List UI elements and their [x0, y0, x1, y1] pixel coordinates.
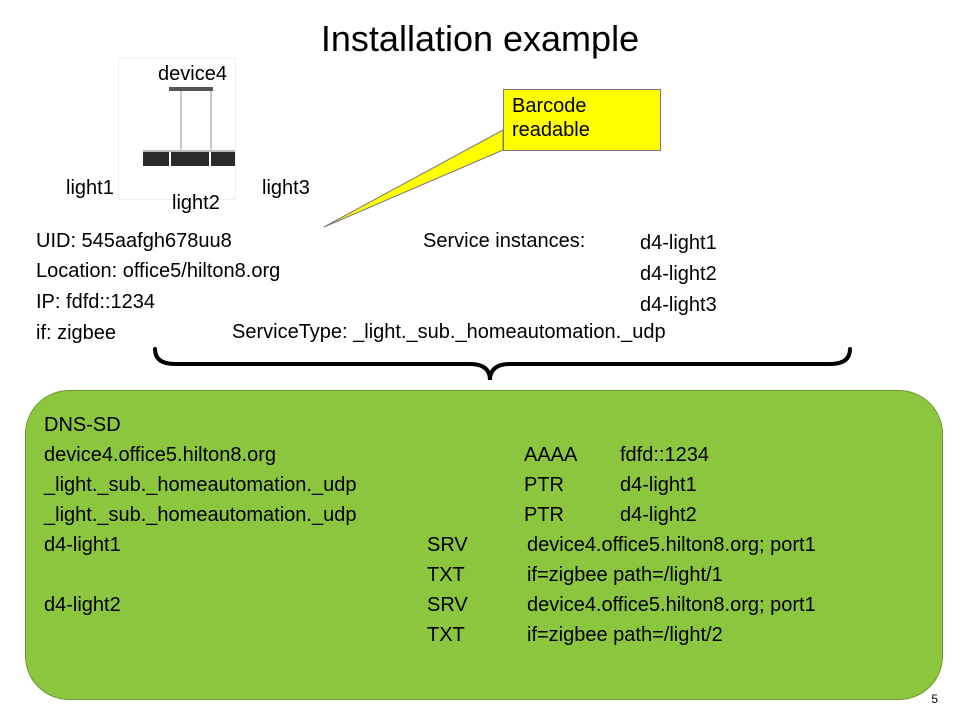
dns-record-value: fdfd::1234 — [620, 444, 709, 466]
light3-label: light3 — [262, 177, 310, 199]
device-name: device4 — [158, 63, 227, 85]
dns-record-value: if=zigbee path=/light/2 — [527, 624, 723, 646]
dns-record-type: PTR — [524, 504, 564, 526]
dns-record-type: TXT — [427, 564, 465, 586]
service-instances-label: Service instances: — [423, 230, 586, 252]
light1-label: light1 — [66, 177, 114, 199]
dns-record-value: d4-light1 — [620, 474, 697, 496]
slide-title: Installation example — [320, 18, 640, 59]
service-type: ServiceType: _light._sub._homeautomation… — [232, 321, 666, 343]
dns-record-value: d4-light2 — [620, 504, 697, 526]
service-instance: d4-light3 — [640, 294, 717, 316]
device-location: Location: office5/hilton8.org — [36, 260, 281, 282]
dns-record-value: if=zigbee path=/light/1 — [527, 564, 723, 586]
dns-record-type: SRV — [427, 594, 468, 616]
dns-record-value: device4.office5.hilton8.org; port1 — [527, 594, 816, 616]
barcode-callout: Barcode readable — [503, 89, 661, 151]
dns-record-name: d4-light2 — [44, 594, 121, 616]
page-number: 5 — [931, 692, 938, 706]
device-uid: UID: 545aafgh678uu8 — [36, 230, 232, 252]
dns-record-name: _light._sub._homeautomation._udp — [44, 474, 357, 496]
dns-record-type: AAAA — [524, 444, 578, 466]
dns-record-type: SRV — [427, 534, 468, 556]
device-interface: if: zigbee — [36, 322, 117, 344]
dns-record-value: device4.office5.hilton8.org; port1 — [527, 534, 816, 556]
device-ip: IP: fdfd::1234 — [36, 291, 155, 313]
service-instance: d4-light2 — [640, 263, 717, 285]
dns-record-type: PTR — [524, 474, 564, 496]
dns-sd-heading: DNS-SD — [44, 414, 121, 436]
dns-record-name: d4-light1 — [44, 534, 121, 556]
dns-sd-panel — [25, 390, 943, 700]
service-instance: d4-light1 — [640, 232, 717, 254]
dns-record-name: device4.office5.hilton8.org — [44, 444, 277, 466]
dns-record-type: TXT — [427, 624, 465, 646]
pendant-lamp-icon — [143, 87, 239, 166]
lamp-image — [118, 58, 239, 200]
light2-label: light2 — [172, 192, 220, 214]
dns-record-name: _light._sub._homeautomation._udp — [44, 504, 357, 526]
